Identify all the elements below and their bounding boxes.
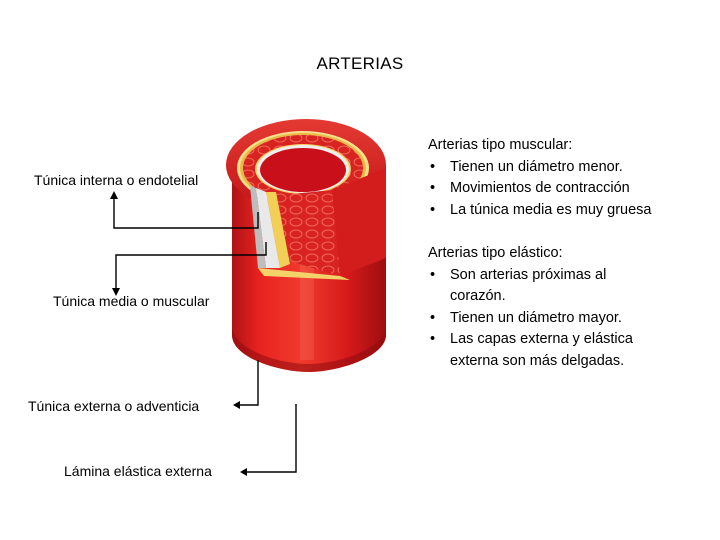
notes-elastic-list: Son arterias próximas al corazón. Tienen… bbox=[428, 265, 664, 373]
leader-adventitia bbox=[236, 360, 259, 406]
artery-top bbox=[226, 119, 386, 211]
label-media: Túnica media o muscular bbox=[53, 293, 210, 309]
arrowhead-adventitia bbox=[233, 401, 240, 409]
list-item: Movimientos de contracción bbox=[428, 178, 688, 200]
leader-arrowheads bbox=[110, 191, 247, 476]
list-item: Tienen un diámetro menor. bbox=[428, 157, 688, 179]
list-item: La túnica media es muy gruesa bbox=[428, 200, 688, 222]
label-adventitia: Túnica externa o adventicia bbox=[28, 398, 200, 414]
arrowhead-intima bbox=[110, 191, 118, 199]
notes-muscular-heading: Arterias tipo muscular: bbox=[428, 137, 573, 153]
list-item: Son arterias próximas al corazón. bbox=[428, 265, 664, 308]
notes-elastic-heading: Arterias tipo elástico: bbox=[428, 245, 563, 261]
leader-media bbox=[115, 242, 267, 292]
list-item: Tienen un diámetro mayor. bbox=[428, 308, 664, 330]
label-elastic: Lámina elástica externa bbox=[64, 463, 212, 479]
label-intima: Túnica interna o endotelial bbox=[34, 172, 199, 188]
leader-intima bbox=[113, 196, 259, 229]
page-title: ARTERIAS bbox=[316, 54, 404, 73]
list-item: Las capas externa y elástica externa son… bbox=[428, 329, 664, 372]
notes-muscular-list: Tienen un diámetro menor. Movimientos de… bbox=[428, 157, 688, 222]
notes-muscular: Arterias tipo muscular: Tienen un diámet… bbox=[428, 135, 688, 221]
arrowhead-elastic bbox=[240, 468, 247, 476]
leader-elastic bbox=[243, 404, 297, 473]
notes-elastic: Arterias tipo elástico: Son arterias pró… bbox=[428, 243, 664, 372]
leader-lines bbox=[113, 196, 297, 473]
arrowhead-media bbox=[112, 288, 120, 296]
